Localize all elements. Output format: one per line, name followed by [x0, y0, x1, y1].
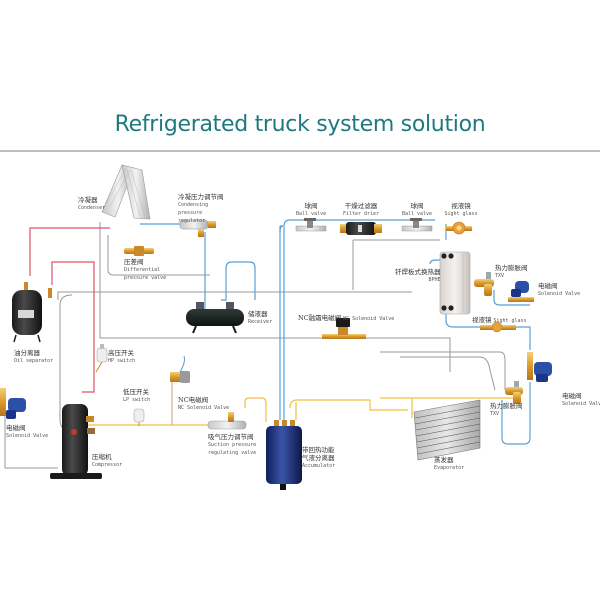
receiver-icon	[186, 302, 244, 334]
condenser-label: 冷凝器 Condenser	[78, 196, 106, 211]
oil-separator-label: 油分离器 Oil separator	[14, 349, 54, 364]
solenoid-valve-left-label: 电磁阀 Solenoid Valve	[6, 424, 49, 439]
suction-pressure-regulating-valve-label: 吸气压力调节阀 Suction pressure regulating valv…	[208, 433, 257, 456]
solenoid-valve-1-icon	[508, 281, 534, 302]
filter-drier-label: 干燥过滤器 Filter drier	[342, 202, 380, 217]
liquid-lines	[140, 219, 531, 445]
hp-switch-icon	[95, 344, 108, 373]
sight-glass-2-icon	[480, 321, 516, 333]
nc-solenoid-valve-top-icon	[322, 318, 366, 339]
lp-switch-icon	[133, 408, 145, 426]
solenoid-valve-right-icon	[527, 352, 552, 382]
accumulator-label: 带回热功能 气液分离器 Accumulator	[302, 446, 336, 469]
control-lines	[4, 222, 506, 469]
nc-solenoid-valve-bottom-icon	[170, 355, 190, 425]
evaporator-icon	[413, 399, 481, 461]
txv-1-label: 热力膨胀阀 TXV	[495, 264, 528, 279]
bphe-label: 钎焊板式换热器 BPHE	[395, 268, 441, 283]
compressor-label: 压缩机 Compressor	[92, 453, 123, 468]
filter-drier-icon	[340, 222, 382, 235]
differential-pressure-valve-label: 压差阀 Differential pressure valve	[124, 258, 167, 281]
txv-1-icon	[474, 272, 494, 296]
lp-switch-label: 低压开关 LP switch	[123, 388, 151, 403]
sight-glass-1-label: 视液镜 Sight glass	[444, 202, 478, 217]
ball-valve-2-icon	[401, 218, 433, 232]
oil-separator-icon	[12, 282, 52, 343]
accumulator-icon	[266, 420, 302, 490]
txv-2-label: 热力膨胀阀 TXV	[490, 402, 523, 417]
nc-solenoid-valve-top-label: NC融霜电磁阀 NC Solenoid Valve	[298, 314, 395, 322]
ball-valve-1-icon	[295, 218, 327, 232]
nc-solenoid-valve-bottom-label: NC电磁阀 NC Solenoid Valve	[178, 396, 230, 411]
page-title: Refrigerated truck system solution	[114, 112, 486, 137]
compressor-icon	[50, 404, 102, 479]
sight-glass-2-label: 视液镜 Sight glass	[472, 316, 527, 324]
solenoid-valve-left-icon	[0, 388, 26, 419]
title-divider	[0, 150, 600, 152]
sight-glass-1-icon	[446, 221, 472, 235]
suction-pressure-regulating-valve-icon	[207, 412, 247, 430]
receiver-label: 储液器 Receiver	[248, 310, 273, 325]
hp-switch-label: 高压开关 HP switch	[108, 349, 136, 364]
bphe-icon	[439, 251, 471, 315]
evaporator-label: 蒸发器 Evaporator	[434, 456, 465, 471]
discharge-lines	[29, 227, 110, 393]
solenoid-valve-1-label: 电磁阀 Solenoid Valve	[538, 282, 581, 297]
condenser-icon	[101, 164, 151, 220]
solenoid-valve-right-label: 电磁阀 Solenoid Valve	[562, 392, 600, 407]
condensing-pressure-regulator-label: 冷凝压力调节阀 Condensing pressure regulator	[178, 193, 224, 224]
txv-2-icon	[505, 381, 523, 404]
differential-pressure-valve-icon	[124, 246, 154, 256]
ball-valve-1-label: 球阀 Ball valve	[296, 202, 327, 217]
ball-valve-2-label: 球阀 Ball valve	[401, 202, 433, 217]
condensing-pressure-regulator-icon	[179, 219, 216, 237]
